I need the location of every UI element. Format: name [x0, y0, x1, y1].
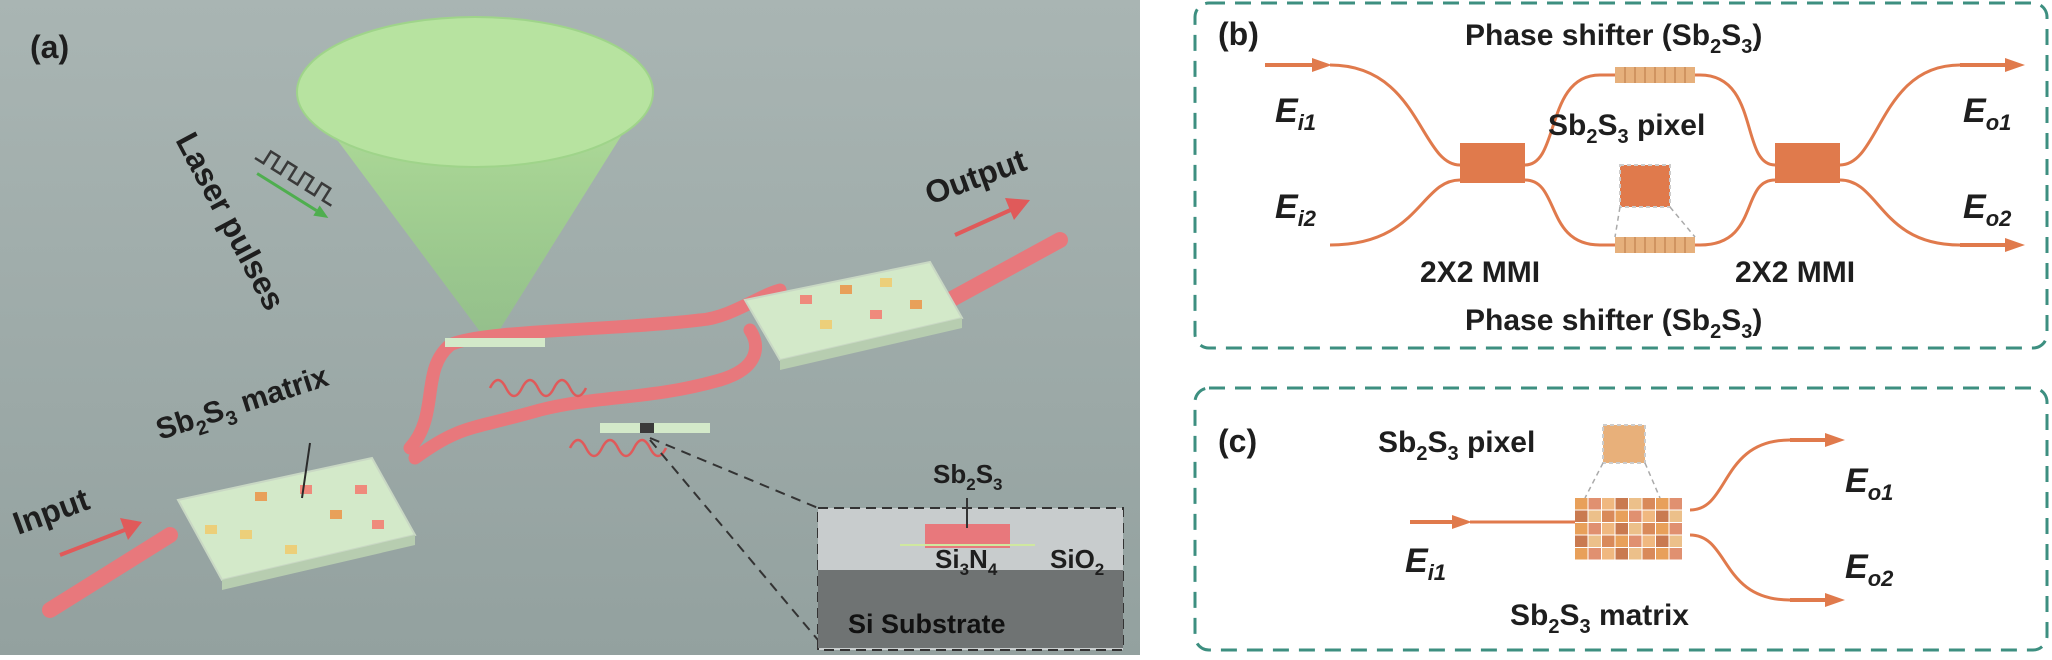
matrix-cell	[1656, 510, 1669, 522]
matrix-cell	[1629, 535, 1642, 547]
zoom-line-bottom	[649, 439, 819, 641]
phase-shifter-bottom-label: Phase shifter (Sb2S3)	[1465, 304, 1762, 343]
matrix-cell	[1669, 510, 1682, 522]
pixel-square-c	[1602, 424, 1646, 464]
arrows-c	[1410, 433, 1845, 607]
matrix-cell	[1642, 535, 1655, 547]
matrix-cell	[1615, 523, 1628, 535]
matrix-cell	[1669, 548, 1682, 560]
pixel-projection	[1614, 206, 1696, 238]
matrix-cell	[1588, 498, 1601, 510]
matrix-cell	[1615, 535, 1628, 547]
matrix-cell	[1602, 548, 1615, 560]
matrix-chip-left	[176, 456, 417, 590]
panel-c-border	[1193, 386, 2049, 652]
matrix-cell	[1669, 498, 1682, 510]
panel-a-tag: (a)	[30, 29, 69, 65]
matrix-cell	[1629, 510, 1642, 522]
matrix-cell	[1642, 510, 1655, 522]
matrix-chip-right	[743, 260, 964, 370]
matrix-cell	[1656, 548, 1669, 560]
matrix-cell	[1588, 548, 1601, 560]
output-arrowhead	[1005, 198, 1030, 220]
panel-a: (a) Laser pulses	[0, 0, 1140, 655]
mmi-left	[1460, 143, 1525, 183]
matrix-cell	[1615, 498, 1628, 510]
panel-c-tag: (c)	[1218, 423, 1257, 459]
panel-b-border	[1193, 1, 2049, 350]
matrix-label-leader	[301, 442, 311, 499]
matrix-cell	[1602, 498, 1615, 510]
mmi-right-label: 2X2 MMI	[1735, 256, 1855, 289]
mzi-circuit	[1329, 63, 1961, 247]
matrix-cell	[1629, 523, 1642, 535]
phase-shifter-top-label: Phase shifter (Sb2S3)	[1465, 19, 1762, 58]
matrix-cell	[1602, 523, 1615, 535]
laser-cone	[296, 16, 654, 347]
output-eo2-label-c: Eo2	[1845, 548, 1894, 591]
matrix-cell	[1656, 523, 1669, 535]
cross-section-inset	[817, 498, 1124, 651]
lower-arm-pixels	[600, 423, 710, 433]
inset-cladding-label: SiO2	[1050, 544, 1104, 579]
output-eo2-label: Eo2	[1963, 188, 2012, 231]
matrix-cell	[1615, 510, 1628, 522]
mmi-left-label: 2X2 MMI	[1420, 256, 1540, 289]
phase-shifter-top	[1615, 67, 1695, 83]
matrix-cell	[1575, 498, 1588, 510]
matrix-cell	[1575, 523, 1588, 535]
upper-wave	[488, 378, 588, 398]
matrix-cell	[1629, 498, 1642, 510]
output-arrows	[1960, 58, 2025, 252]
output-arrow	[954, 206, 1016, 237]
matrix-cell	[1575, 548, 1588, 560]
matrix-cell	[1656, 498, 1669, 510]
panel-b-tag: (b)	[1218, 16, 1259, 52]
matrix-label-c: Sb2S3 matrix	[1510, 599, 1689, 638]
output-eo1-label-c: Eo1	[1845, 462, 1893, 505]
matrix-cell	[1588, 510, 1601, 522]
input-ei2-label: Ei2	[1275, 188, 1317, 231]
pixel-square	[1619, 164, 1671, 208]
matrix-cell	[1575, 510, 1588, 522]
upper-arm-pixels	[445, 338, 545, 347]
input-arrow	[59, 526, 131, 557]
matrix-cell	[1629, 548, 1642, 560]
lower-arm-pixel-dark	[640, 423, 654, 433]
inset-substrate-label: Si Substrate	[848, 609, 1006, 639]
pixel-projection-c	[1584, 462, 1661, 499]
waveguide	[42, 232, 1068, 618]
pixel-label-c: Sb2S3 pixel	[1378, 426, 1535, 465]
lower-wave	[568, 438, 668, 458]
input-ei1-label: Ei1	[1275, 92, 1316, 135]
pixel-label: Sb2S3 pixel	[1548, 109, 1705, 148]
panel-b: (b) Phase shifter (Sb2S3) Phase shifter …	[1193, 1, 2049, 350]
matrix-cell	[1575, 535, 1588, 547]
matrix-cell	[1669, 535, 1682, 547]
matrix-cell	[1588, 523, 1601, 535]
matrix-cell	[1642, 498, 1655, 510]
zoom-line-top	[649, 437, 819, 509]
matrix-cell	[1602, 510, 1615, 522]
matrix-cell	[1615, 548, 1628, 560]
pixel-matrix	[1575, 498, 1682, 560]
splitter-circuit	[1470, 438, 1791, 602]
mmi-right	[1775, 143, 1840, 183]
matrix-cell	[1642, 548, 1655, 560]
input-ei1-label-c: Ei1	[1405, 542, 1446, 585]
matrix-cell	[1669, 523, 1682, 535]
output-eo1-label: Eo1	[1963, 92, 2011, 135]
input-arrows	[1265, 58, 1332, 72]
input-arrowhead	[120, 518, 142, 540]
inset-core-label: Si3N4	[935, 544, 998, 579]
matrix-cell	[1656, 535, 1669, 547]
matrix-cell	[1588, 535, 1601, 547]
inset-sb2s3-label: Sb2S3	[933, 459, 1003, 494]
pulse-train-icon	[254, 149, 332, 218]
phase-shifter-bottom	[1615, 237, 1695, 253]
panel-c: (c) Sb2S3 pixel Sb2S3 matrix Ei1	[1193, 386, 2049, 652]
matrix-cell	[1642, 523, 1655, 535]
matrix-cell	[1602, 535, 1615, 547]
